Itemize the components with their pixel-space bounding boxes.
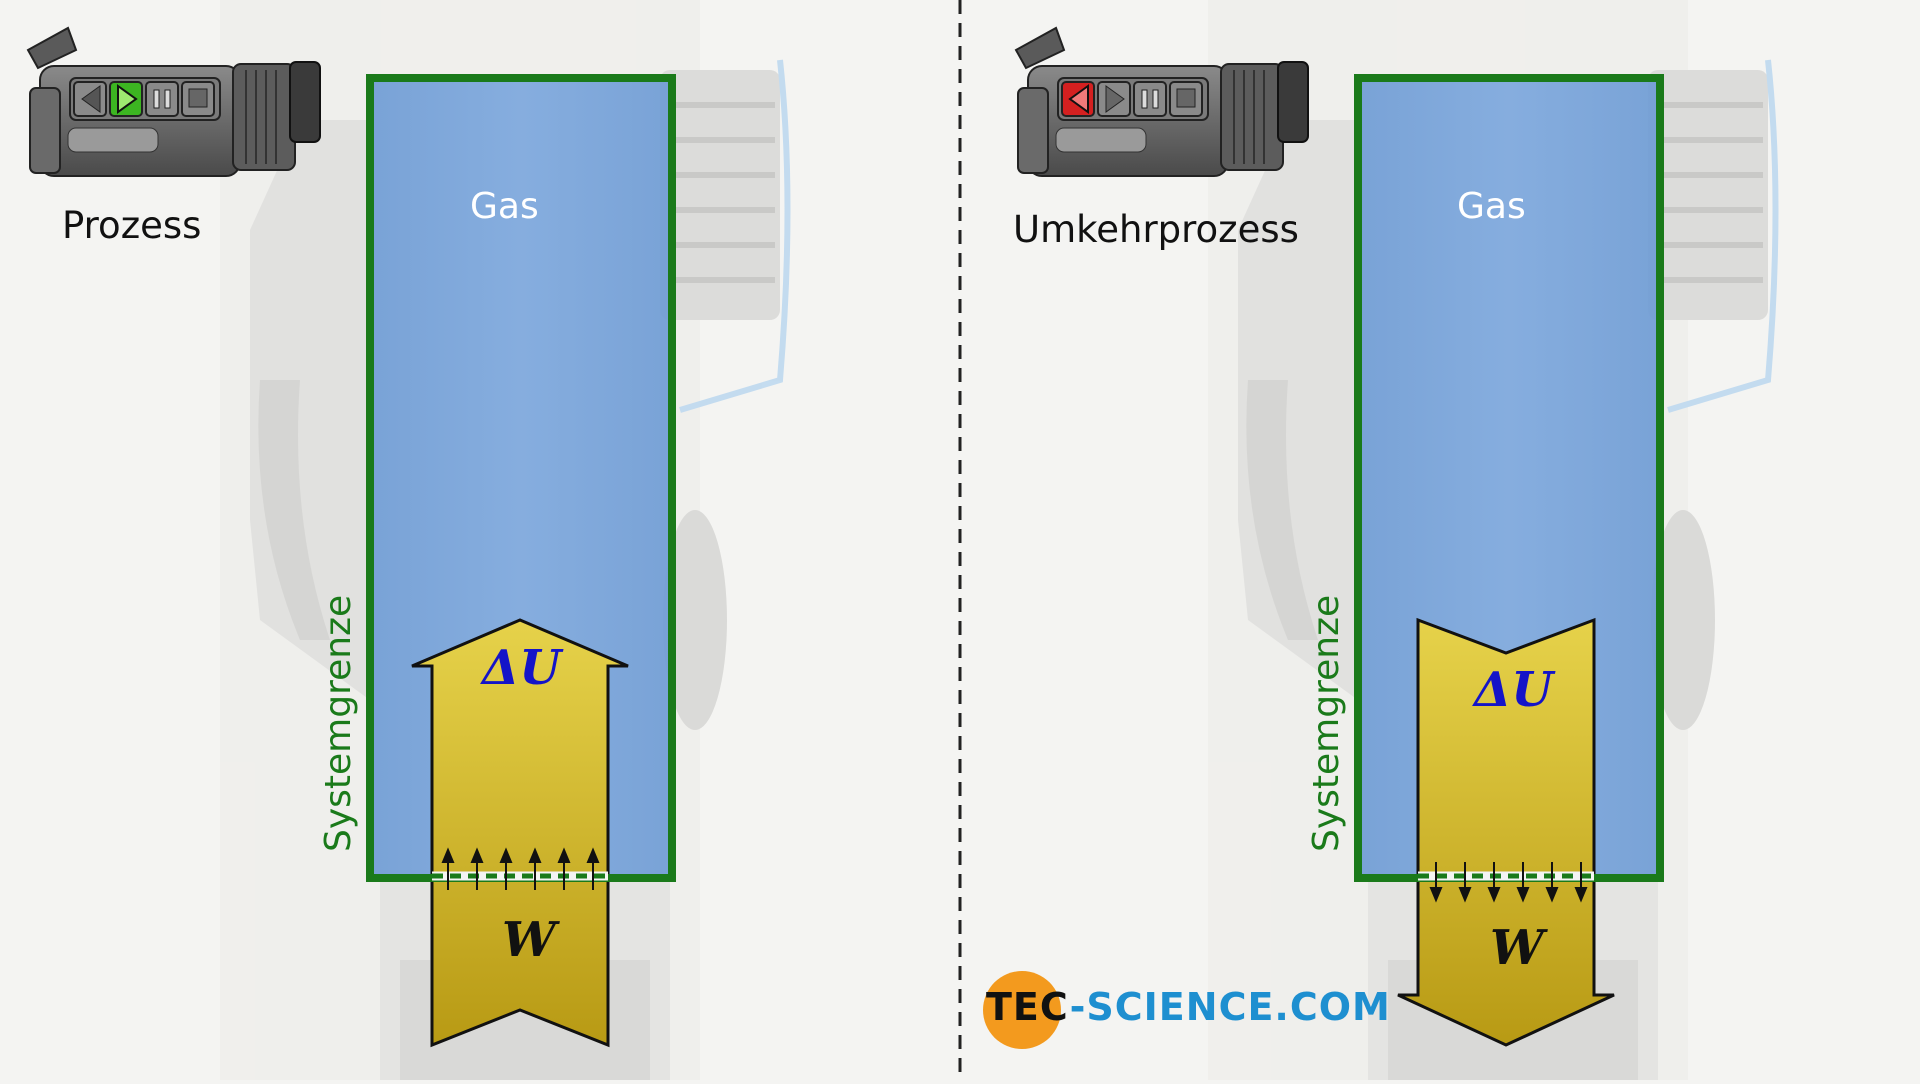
gas-label-left: Gas: [470, 186, 539, 227]
camera-pause-button-icon: [1133, 81, 1167, 117]
energy-arrow-up: [411, 618, 629, 1048]
reverse-process-caption: Umkehrprozess: [1013, 208, 1299, 251]
process-caption: Prozess: [62, 204, 202, 247]
energy-label-left: ΔU: [482, 640, 562, 696]
gas-label-right: Gas: [1457, 186, 1526, 227]
energy-arrow-down: [1397, 617, 1615, 1047]
system-boundary-label-right: Systemgrenze: [1306, 594, 1347, 852]
logo-part-com: .COM: [1274, 985, 1391, 1029]
flux-arrows-down: [1429, 862, 1588, 903]
work-label-right: W: [1490, 920, 1544, 976]
system-boundary-label-left: Systemgrenze: [318, 594, 359, 852]
video-camera-icon-right: [1014, 26, 1309, 177]
video-camera-icon-left: [26, 26, 321, 177]
flux-arrows-up: [441, 847, 600, 890]
work-label-left: W: [502, 912, 556, 968]
logo-circle-icon: [983, 971, 1061, 1049]
site-logo[interactable]: TEC-SCIENCE.COM: [986, 985, 1391, 1029]
logo-part-tec: TEC: [986, 985, 1070, 1029]
camera-pause-button-icon: [145, 81, 179, 117]
energy-label-right: ΔU: [1474, 662, 1554, 718]
logo-part-science: -SCIENCE: [1069, 985, 1275, 1029]
